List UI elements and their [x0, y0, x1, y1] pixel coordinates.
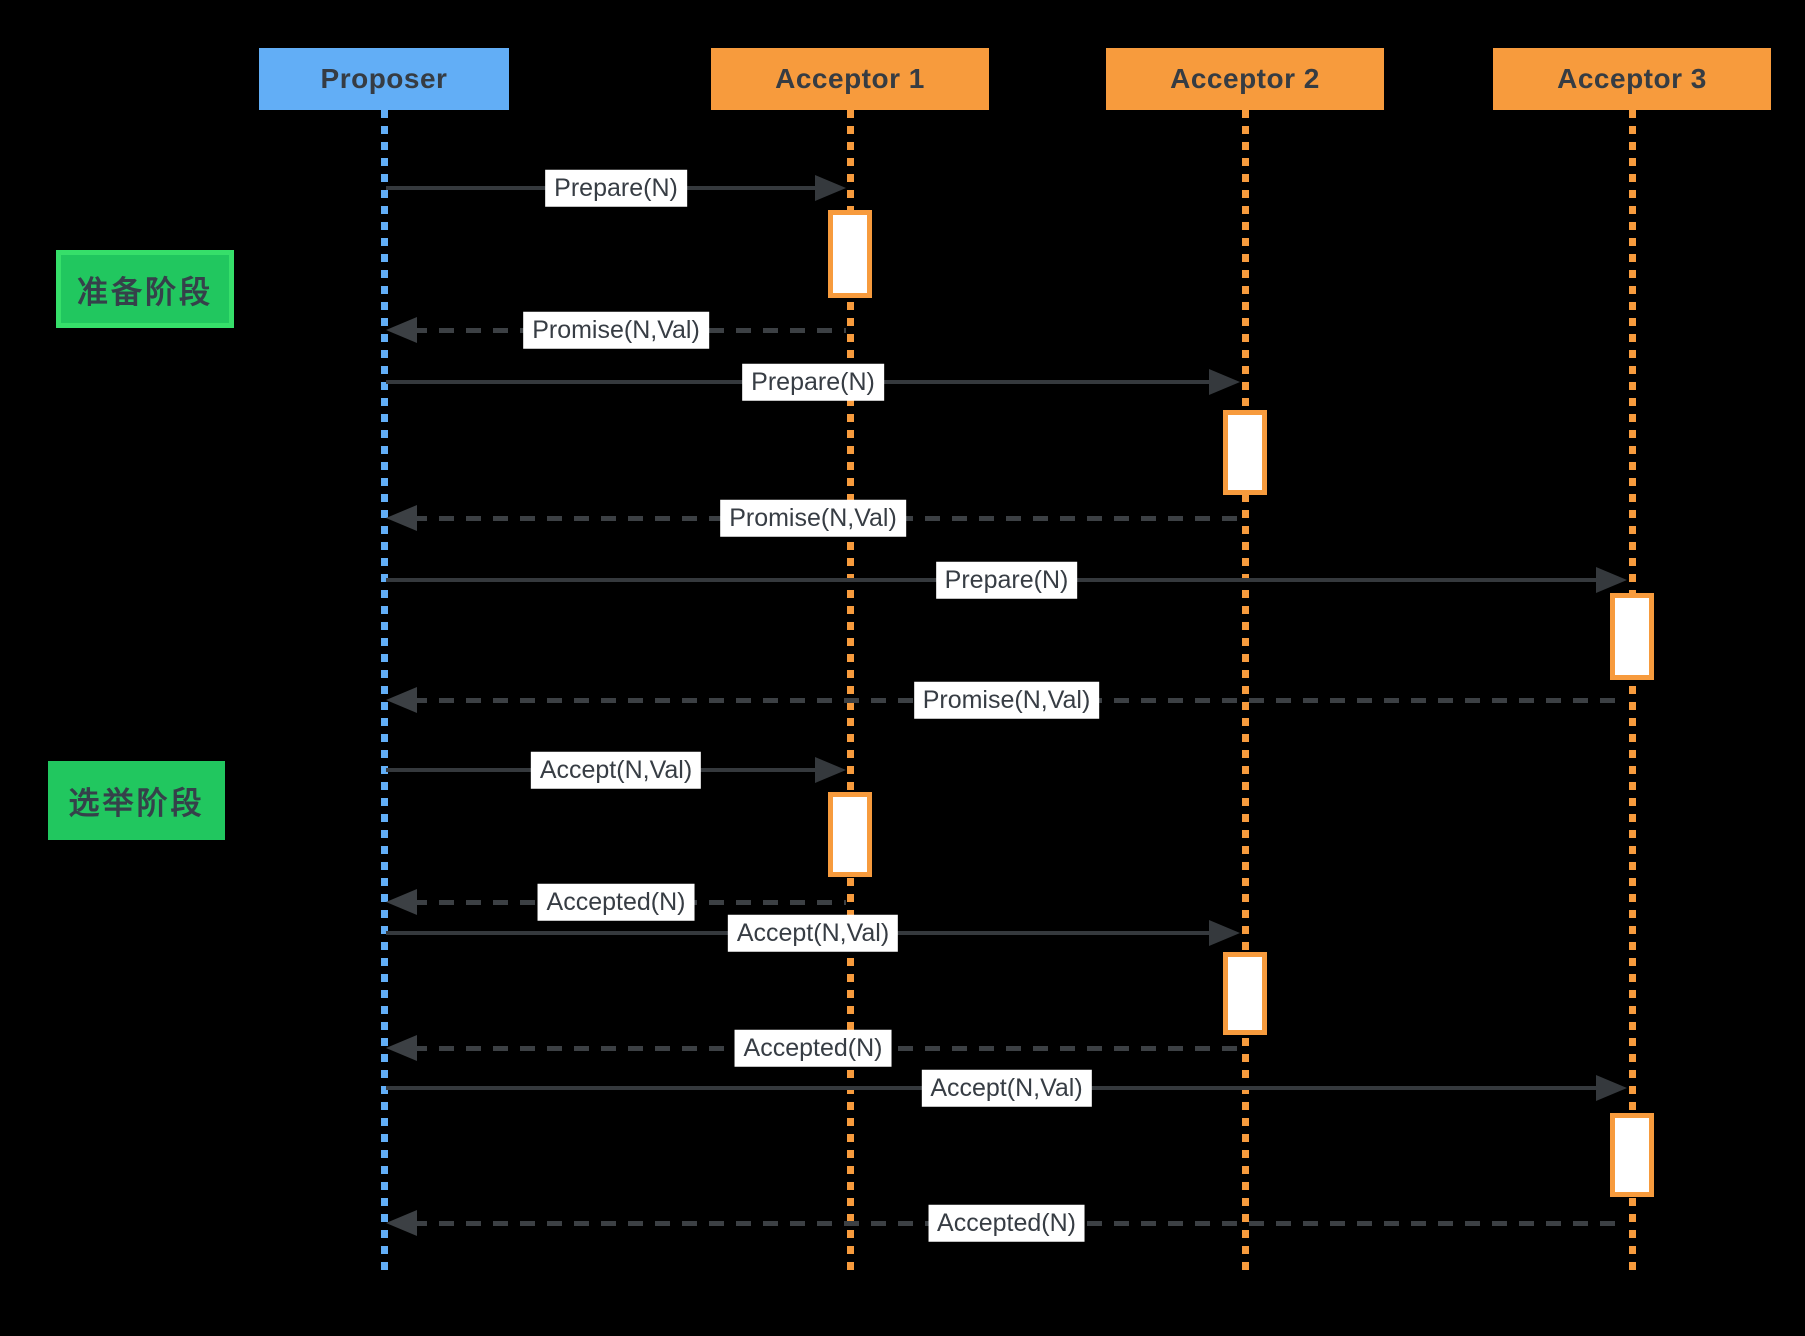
arrowhead-left-icon	[386, 317, 417, 343]
actor-header-acceptor3: Acceptor 3	[1493, 48, 1771, 110]
message-label: Prepare(N)	[742, 363, 884, 401]
message-accept-to-acceptor2: Accept(N,Val)	[386, 914, 1240, 952]
arrowhead-right-icon	[1596, 567, 1627, 593]
message-promise-from-acceptor1: Promise(N,Val)	[386, 311, 846, 349]
message-label: Prepare(N)	[545, 169, 687, 207]
arrowhead-right-icon	[815, 175, 846, 201]
lifeline-acceptor3	[1629, 110, 1636, 1276]
activation-bar-acceptor1-accept	[828, 792, 872, 877]
message-label: Accepted(N)	[928, 1204, 1085, 1242]
message-label: Accepted(N)	[537, 883, 695, 921]
message-promise-from-acceptor3: Promise(N,Val)	[386, 681, 1627, 719]
message-accept-to-acceptor1: Accept(N,Val)	[386, 751, 846, 789]
arrowhead-right-icon	[815, 757, 846, 783]
message-label: Prepare(N)	[935, 561, 1078, 599]
arrowhead-left-icon	[386, 1035, 417, 1061]
message-label: Accept(N,Val)	[921, 1069, 1092, 1107]
lifeline-acceptor1	[847, 110, 854, 1276]
arrowhead-right-icon	[1209, 920, 1240, 946]
message-accept-to-acceptor3: Accept(N,Val)	[386, 1069, 1627, 1107]
message-promise-from-acceptor2: Promise(N,Val)	[386, 499, 1240, 537]
message-accepted-from-acceptor3: Accepted(N)	[386, 1204, 1627, 1242]
message-prepare-to-acceptor2: Prepare(N)	[386, 363, 1240, 401]
actor-header-proposer: Proposer	[259, 48, 509, 110]
activation-bar-acceptor3-accept	[1610, 1113, 1654, 1197]
arrowhead-left-icon	[386, 889, 417, 915]
message-label: Promise(N,Val)	[913, 681, 1100, 719]
message-prepare-to-acceptor3: Prepare(N)	[386, 561, 1627, 599]
message-label: Promise(N,Val)	[720, 499, 906, 537]
arrowhead-left-icon	[386, 505, 417, 531]
message-prepare-to-acceptor1: Prepare(N)	[386, 169, 846, 207]
arrowhead-right-icon	[1596, 1075, 1627, 1101]
arrowhead-right-icon	[1209, 369, 1240, 395]
arrowhead-left-icon	[386, 1210, 417, 1236]
message-label: Accept(N,Val)	[530, 751, 702, 789]
message-label: Accepted(N)	[734, 1029, 892, 1067]
lifeline-acceptor2	[1242, 110, 1249, 1276]
activation-bar-acceptor1-prepare	[828, 210, 872, 298]
activation-bar-acceptor3-prepare	[1610, 593, 1654, 680]
message-accepted-from-acceptor1: Accepted(N)	[386, 883, 846, 921]
phase-label-election: 选举阶段	[48, 761, 225, 840]
arrowhead-left-icon	[386, 687, 417, 713]
message-accepted-from-acceptor2: Accepted(N)	[386, 1029, 1240, 1067]
message-label: Accept(N,Val)	[727, 914, 899, 952]
phase-label-prepare: 准备阶段	[56, 250, 234, 328]
actor-header-acceptor2: Acceptor 2	[1106, 48, 1384, 110]
activation-bar-acceptor2-accept	[1223, 952, 1267, 1035]
message-label: Promise(N,Val)	[523, 311, 709, 349]
actor-header-acceptor1: Acceptor 1	[711, 48, 989, 110]
activation-bar-acceptor2-prepare	[1223, 410, 1267, 495]
lifeline-proposer	[381, 110, 388, 1276]
